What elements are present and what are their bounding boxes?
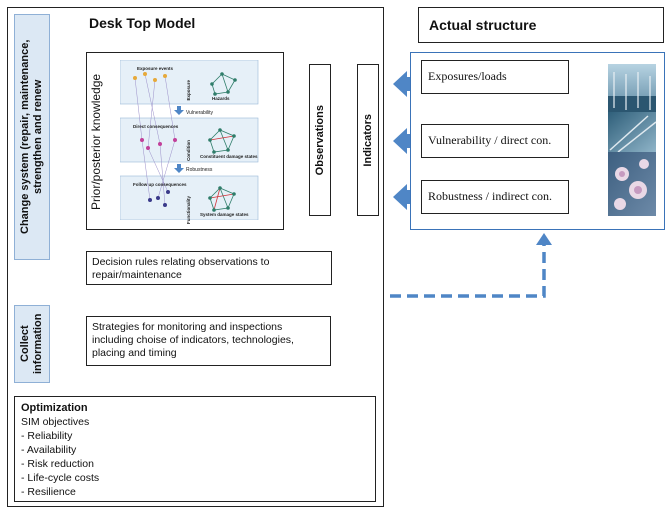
label-exposure: Exposure (186, 80, 191, 101)
model-figure (120, 60, 259, 220)
observations-box: Observations (309, 64, 331, 216)
collect-information-panel: Collect information (14, 305, 50, 383)
optimization-title: Optimization (21, 402, 88, 414)
exposures-box: Exposures/loads (421, 60, 569, 94)
functionality-band (120, 175, 259, 220)
label-follow-up-consequences: Follow up consequences (133, 182, 187, 187)
prior-posterior-label: Prior/posterior knowledge (89, 73, 103, 211)
optimization-subtitle: SIM objectives (21, 416, 90, 428)
label-condition: Condition (186, 140, 191, 161)
label-system-damage-states: System damage states (200, 212, 249, 217)
desk-top-model-title: Desk Top Model (89, 15, 196, 31)
optimization-item: - Resilience (21, 486, 76, 498)
decision-rules-box: Decision rules relating observations to … (86, 251, 332, 285)
optimization-item: - Risk reduction (21, 458, 94, 470)
robustness-arrow (174, 164, 184, 173)
label-robustness: Robustness (186, 167, 213, 173)
optimization-item: - Availability (21, 444, 77, 456)
robustness-box: Robustness / indirect con. (421, 180, 569, 214)
label-exposure-events: Exposure events (137, 66, 174, 71)
optimization-box: Optimization SIM objectives - Reliabilit… (14, 396, 376, 502)
vulnerability-arrow (174, 106, 184, 115)
exposure-band (120, 60, 259, 105)
label-hazards: Hazards (212, 96, 230, 101)
label-functionality: Functionality (186, 196, 191, 224)
change-system-panel: Change system (repair, maintenance, stre… (14, 14, 50, 260)
vulnerability-box: Vulnerability / direct con. (421, 124, 569, 158)
collect-information-label: Collect information (19, 313, 44, 375)
label-direct-consequences: Direct consequences (133, 124, 179, 129)
indicators-box: Indicators (357, 64, 379, 216)
actual-structure-title: Actual structure (418, 7, 664, 43)
label-constituent-damage-states: Constituent damage states (200, 154, 258, 159)
label-vulnerability: Vulnerability (186, 110, 214, 116)
optimization-item: - Reliability (21, 430, 73, 442)
optimization-item: - Life-cycle costs (21, 472, 100, 484)
strategies-box: Strategies for monitoring and inspection… (86, 316, 331, 366)
optimization-list: - Reliability - Availability - Risk redu… (21, 429, 369, 499)
structure-photo (608, 64, 656, 216)
change-system-label: Change system (repair, maintenance, stre… (19, 39, 44, 235)
